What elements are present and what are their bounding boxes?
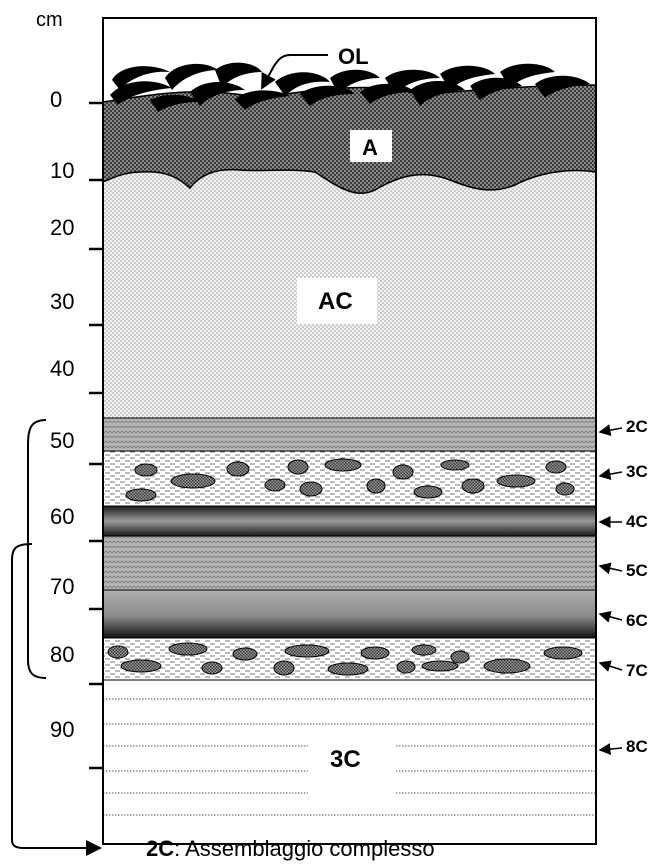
axis-tick-label-10: 10 [50, 158, 74, 183]
side-label-5c: 5C [626, 561, 648, 580]
stones-3c [125, 458, 575, 502]
side-label-8c: 8C [626, 737, 648, 756]
axis-tick-label-30: 30 [50, 289, 74, 314]
profile-frame [102, 17, 597, 845]
axis-ticks [89, 101, 103, 770]
ol-leaf-litter [110, 62, 590, 112]
horizon-a-layer [102, 84, 597, 195]
layer-5c [102, 535, 597, 591]
caption-bold-term: 2C [146, 836, 174, 861]
axis-unit-label: cm [36, 9, 63, 31]
side-label-arrows [598, 424, 623, 756]
axis-tick-label-90: 90 [50, 717, 74, 742]
caption: 2C: Assemblaggio complesso [146, 836, 435, 861]
caption-description: : Assemblaggio complesso [174, 836, 434, 861]
axis-tick-label-60: 60 [50, 504, 74, 529]
axis-tick-label-40: 40 [50, 356, 74, 381]
axis-tick-label-80: 80 [50, 642, 74, 667]
horizon-label-3c-box [310, 738, 396, 782]
side-label-6c: 6C [626, 611, 648, 630]
horizon-label-a: A [362, 135, 378, 160]
axis-tick-label-50: 50 [50, 428, 74, 453]
horizon-label-ol: OL [338, 44, 369, 69]
bracket-layers-2c-7c [27, 419, 47, 679]
axis-tick-label-0: 0 [50, 87, 62, 112]
side-label-3c: 3C [626, 462, 648, 481]
stones-7c [107, 642, 583, 676]
layer-6c [102, 589, 597, 639]
axis-tick-label-20: 20 [50, 215, 74, 240]
horizon-label-ac-box [297, 278, 377, 324]
horizon-label-a-box [350, 130, 392, 162]
side-label-2c: 2C [626, 417, 648, 436]
layer-2c [102, 417, 597, 452]
layer-8c-lines [103, 698, 596, 816]
side-label-7c: 7C [626, 661, 648, 680]
caption-pointer [11, 543, 102, 856]
horizon-label-3c-bottom: 3C [330, 746, 361, 773]
side-label-4c: 4C [626, 512, 648, 531]
layer-4c [102, 505, 597, 537]
ol-pointer-arrow [261, 54, 328, 90]
axis-tick-label-70: 70 [50, 574, 74, 599]
horizon-label-ac: AC [318, 288, 353, 315]
